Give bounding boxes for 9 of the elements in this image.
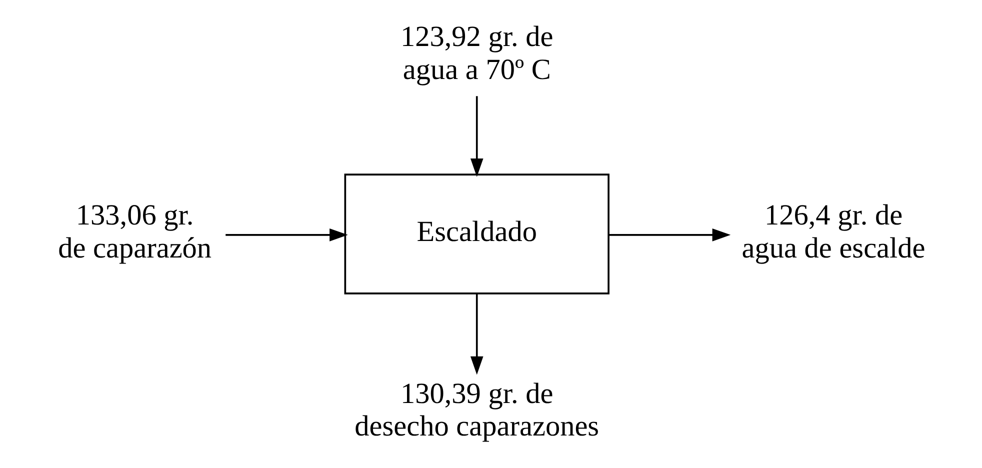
arrow xyxy=(470,96,483,177)
node-text: 133,06 gr. de caparazón xyxy=(58,199,212,264)
arrow xyxy=(470,294,483,375)
node-text: 126,4 gr. de agua de escalde xyxy=(741,199,925,264)
node-box: Escaldado xyxy=(344,174,609,294)
node-text: 123,92 gr. de agua a 70º C xyxy=(400,21,553,86)
arrow xyxy=(225,228,348,242)
node-text: 130,39 gr. de desecho caparazones xyxy=(354,378,599,443)
arrow xyxy=(608,228,730,242)
